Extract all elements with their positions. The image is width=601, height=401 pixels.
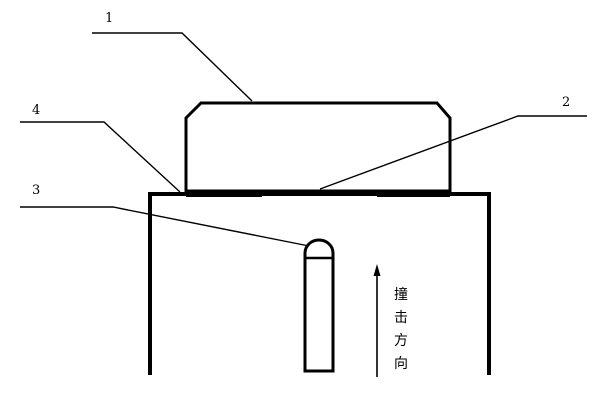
label-part-4: 4 <box>32 103 40 118</box>
leader-line-2 <box>319 115 587 190</box>
leader-line-3 <box>20 206 310 247</box>
direction-char-4: 向 <box>394 356 408 372</box>
base-fixture <box>148 192 491 375</box>
direction-char-2: 击 <box>394 310 408 326</box>
label-part-2: 2 <box>562 95 570 110</box>
striker-pin <box>303 238 335 373</box>
direction-char-1: 撞 <box>394 287 408 303</box>
label-part-3: 3 <box>32 183 40 198</box>
leader-line-4 <box>20 121 181 193</box>
impact-direction-arrow-head <box>373 264 381 276</box>
top-block <box>184 101 452 193</box>
label-part-1: 1 <box>105 11 113 26</box>
direction-char-3: 方 <box>394 333 408 349</box>
leader-line-1 <box>92 32 253 102</box>
